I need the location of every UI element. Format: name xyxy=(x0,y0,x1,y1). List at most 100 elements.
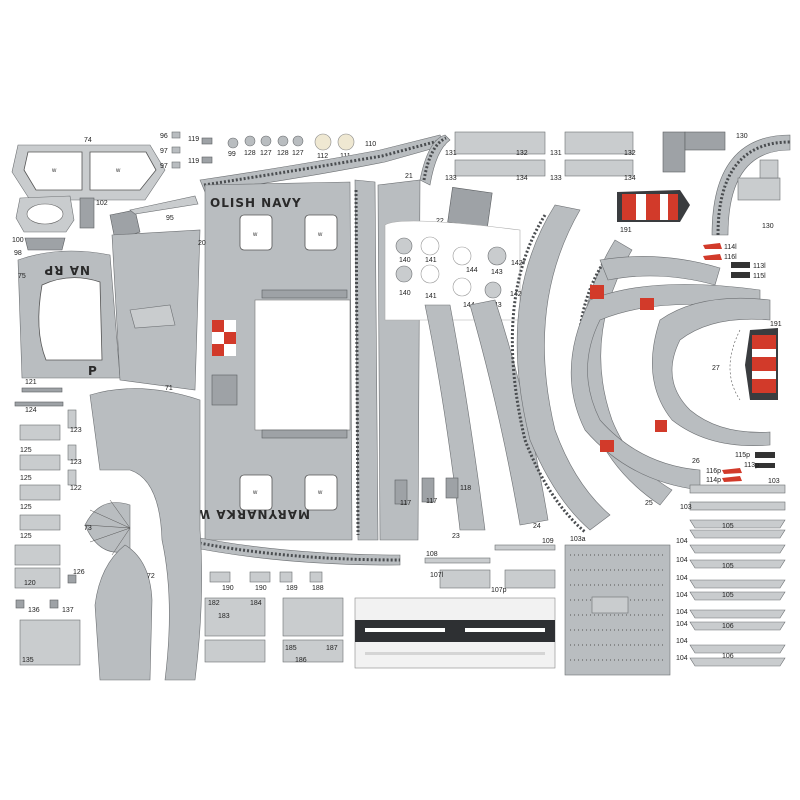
part-number: 135 xyxy=(22,657,34,664)
part-number: 119 xyxy=(188,158,199,165)
part-23-strip: 23 xyxy=(424,304,486,540)
part-number: 183 xyxy=(218,613,230,620)
part-number: 140 xyxy=(399,257,411,264)
part-number: 108 xyxy=(426,551,438,558)
long-strip-bottom xyxy=(354,597,556,669)
part-number: 187 xyxy=(326,645,338,652)
part-191-right: 191 xyxy=(745,321,782,400)
part-number: 117 xyxy=(400,500,411,507)
part-number: 107l xyxy=(430,572,444,579)
part-number: 123 xyxy=(70,427,82,434)
part-number: 190 xyxy=(222,585,234,592)
part-number: 116l xyxy=(724,254,737,261)
part-number: 114l xyxy=(724,244,737,251)
part-number: 22 xyxy=(436,218,444,225)
part-number: 120 xyxy=(24,580,36,587)
part-number: 127 xyxy=(260,150,272,157)
part-number: 190 xyxy=(255,585,267,592)
part-number: 113l xyxy=(753,263,766,270)
small-rects-top-right: 131 132 131 132 133 134 133 134 130 xyxy=(445,131,748,182)
marking-na-rp: NA RP xyxy=(43,263,90,277)
part-74-windshield: w w 74 xyxy=(11,137,166,201)
part-number: 104 xyxy=(676,621,688,628)
part-number: 191 xyxy=(620,227,632,234)
part-number: 128 xyxy=(244,150,256,157)
small-red-parts-lower: 115p 116p 113p 114p xyxy=(706,452,775,484)
part-number: 95 xyxy=(166,215,174,222)
part-number: 75 xyxy=(18,273,26,280)
part-number: 112 xyxy=(317,153,328,160)
part-number: 188 xyxy=(312,585,324,592)
small-parts-cluster-top: 96 97 97 119 119 xyxy=(160,131,213,170)
part-number: 106 xyxy=(722,653,734,660)
part-191-top: 191 xyxy=(617,190,690,234)
part-number: 133 xyxy=(550,175,562,182)
window-label: w xyxy=(115,168,121,174)
part-number: 115l xyxy=(753,273,766,280)
part-number: 122 xyxy=(70,485,82,492)
small-parts-left: 100 102 101 95 98 xyxy=(12,195,199,257)
part-number: 105 xyxy=(722,523,734,530)
part-number: 102 xyxy=(96,200,108,207)
part-number: 189 xyxy=(286,585,298,592)
window-label: w xyxy=(51,168,57,174)
part-number: 130 xyxy=(736,133,748,140)
part-number: 97 xyxy=(160,163,168,170)
part-number: 140 xyxy=(399,290,411,297)
part-number: 103a xyxy=(570,536,586,543)
part-number: 105 xyxy=(722,563,734,570)
part-number: 113p xyxy=(744,462,759,469)
part-number: 186 xyxy=(295,657,307,664)
part-number: 104 xyxy=(676,575,688,582)
window-label: w xyxy=(317,232,323,238)
part-number: 127 xyxy=(292,150,304,157)
part-number: 24 xyxy=(533,523,541,530)
small-red-parts-right: 114l 116l 113l 115l xyxy=(703,243,766,280)
part-72-curved: 72 xyxy=(89,388,202,681)
part-number: 115p xyxy=(735,452,750,459)
window-label: w xyxy=(317,490,323,496)
part-number: 104 xyxy=(676,557,688,564)
part-number: 97 xyxy=(160,148,168,155)
part-number: 109 xyxy=(542,538,554,545)
part-number: 136 xyxy=(28,607,40,614)
part-75-arch: NA RP P 75 xyxy=(17,250,121,379)
parts-107-109: 108 109 107l 107p xyxy=(424,538,556,594)
strips-104-106: 105 104 104 105 104 104 105 104 106 104 … xyxy=(676,519,786,667)
part-103a-tread: 103a xyxy=(564,536,671,676)
part-number: 126 xyxy=(73,569,85,576)
part-number: 191 xyxy=(770,321,782,328)
part-number: 100 xyxy=(12,237,24,244)
part-number: 99 xyxy=(228,151,236,158)
part-number: 124 xyxy=(25,407,37,414)
part-number: 125 xyxy=(20,504,32,511)
part-number: 72 xyxy=(147,573,155,580)
part-27-arc: 27 xyxy=(652,297,771,446)
part-number: 134 xyxy=(624,175,636,182)
part-number: 144 xyxy=(466,267,478,274)
part-number: 71 xyxy=(165,385,173,392)
part-number: 105 xyxy=(722,592,734,599)
part-number: 104 xyxy=(676,655,688,662)
part-number: 23 xyxy=(452,533,460,540)
window-label: w xyxy=(252,232,258,238)
part-number: 110 xyxy=(365,141,376,148)
small-parts-left-column: 121 124 125 125 125 125 123 123 122 xyxy=(14,379,82,540)
part-number: 107p xyxy=(491,587,507,594)
part-number: 21 xyxy=(405,173,413,180)
part-number: 132 xyxy=(624,150,636,157)
part-number: 125 xyxy=(20,447,32,454)
part-73-radial: 73 xyxy=(84,499,131,556)
part-number: 131 xyxy=(550,150,562,157)
part-number: 143 xyxy=(491,269,503,276)
part-number: 141 xyxy=(425,293,437,300)
part-number: 73 xyxy=(84,525,92,532)
small-parts-190-188: 190 190 189 188 xyxy=(209,571,324,592)
part-24-strip: 24 xyxy=(469,299,549,530)
marking-p: P xyxy=(88,364,98,378)
arc-strip-1 xyxy=(510,204,611,534)
part-number: 106 xyxy=(722,623,734,630)
parts-117-118: 117 117 118 xyxy=(394,477,471,507)
part-number: 103 xyxy=(680,504,692,511)
